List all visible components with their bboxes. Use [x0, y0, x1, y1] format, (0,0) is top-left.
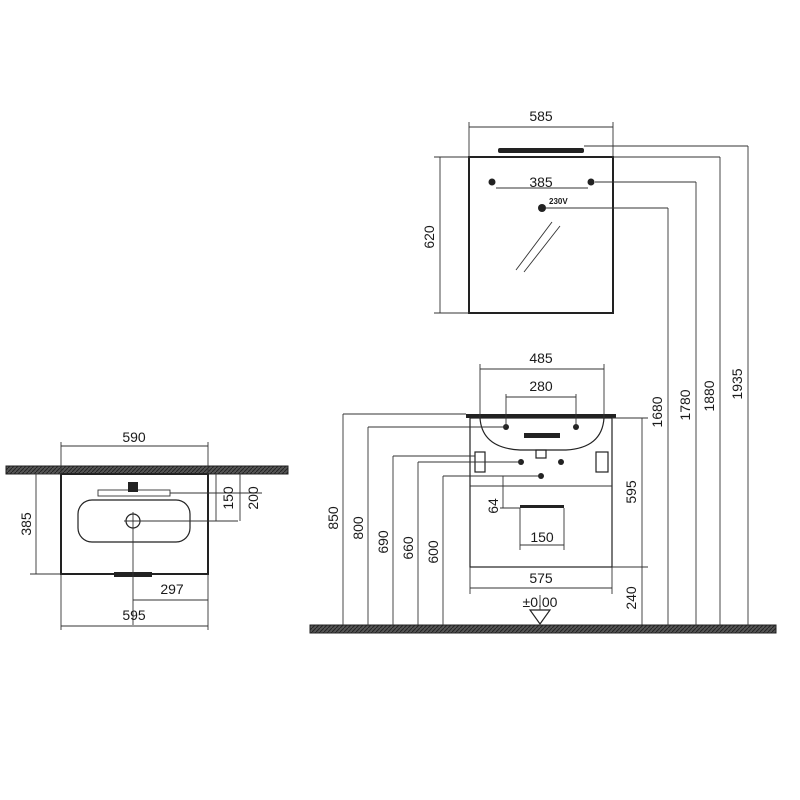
dim-64: 64: [485, 498, 501, 514]
floor-level-marker: [528, 609, 552, 626]
dim-1880: 1880: [701, 380, 717, 411]
countertop: [466, 414, 616, 418]
faucet-body: [128, 482, 138, 492]
mirror-elevation: 230V 585 385 620: [421, 108, 614, 314]
dim-590: 590: [122, 429, 146, 445]
dim-200-top: 200: [245, 486, 261, 510]
mount-hole-right: [587, 178, 595, 186]
mount-hole-left: [488, 178, 496, 186]
cabinet-body: [469, 417, 613, 568]
dim-660: 660: [400, 536, 416, 560]
glare-line-2: [523, 225, 561, 273]
dim-690: 690: [375, 530, 391, 554]
dim-1935: 1935: [729, 368, 745, 399]
dim-150-drain: 150: [530, 529, 554, 545]
basin-slot: [524, 433, 560, 438]
dim-800: 800: [350, 516, 366, 540]
floor-strip: [309, 624, 777, 634]
dim-1680: 1680: [649, 396, 665, 427]
power-label: 230V: [549, 197, 568, 206]
dim-240: 240: [623, 586, 639, 610]
mirror-frame: [468, 156, 614, 314]
dim-600: 600: [425, 540, 441, 564]
wall-strip-left: [5, 465, 289, 475]
mirror-lamp: [498, 148, 584, 153]
dim-1780: 1780: [677, 389, 693, 420]
drain-pipe: [520, 505, 564, 508]
cabinet-elevation: 485 280 595 64 150 575 240 ±0.00: [466, 350, 648, 626]
dim-850: 850: [325, 506, 341, 530]
inlet-point-2: [558, 459, 564, 465]
dim-280: 280: [529, 378, 553, 394]
dim-385-depth: 385: [18, 512, 34, 536]
valve-right: [595, 451, 609, 473]
glare-line-1: [515, 221, 553, 271]
top-view: 590 385 150 200 297 595: [5, 429, 289, 630]
power-point: [538, 204, 546, 212]
dim-585: 585: [529, 108, 553, 124]
dim-620: 620: [421, 225, 437, 249]
dim-595-height: 595: [623, 480, 639, 504]
trap-neck: [535, 449, 547, 459]
dim-385-holes: 385: [529, 174, 553, 190]
dim-150-top: 150: [220, 486, 236, 510]
floor-and-heights: 850 800 690 660 600 1680 1780 1880 1935: [309, 145, 777, 634]
dim-575: 575: [529, 570, 553, 586]
dim-485: 485: [529, 350, 553, 366]
dim-595-bottom: 595: [122, 607, 146, 623]
dim-297: 297: [160, 581, 184, 597]
